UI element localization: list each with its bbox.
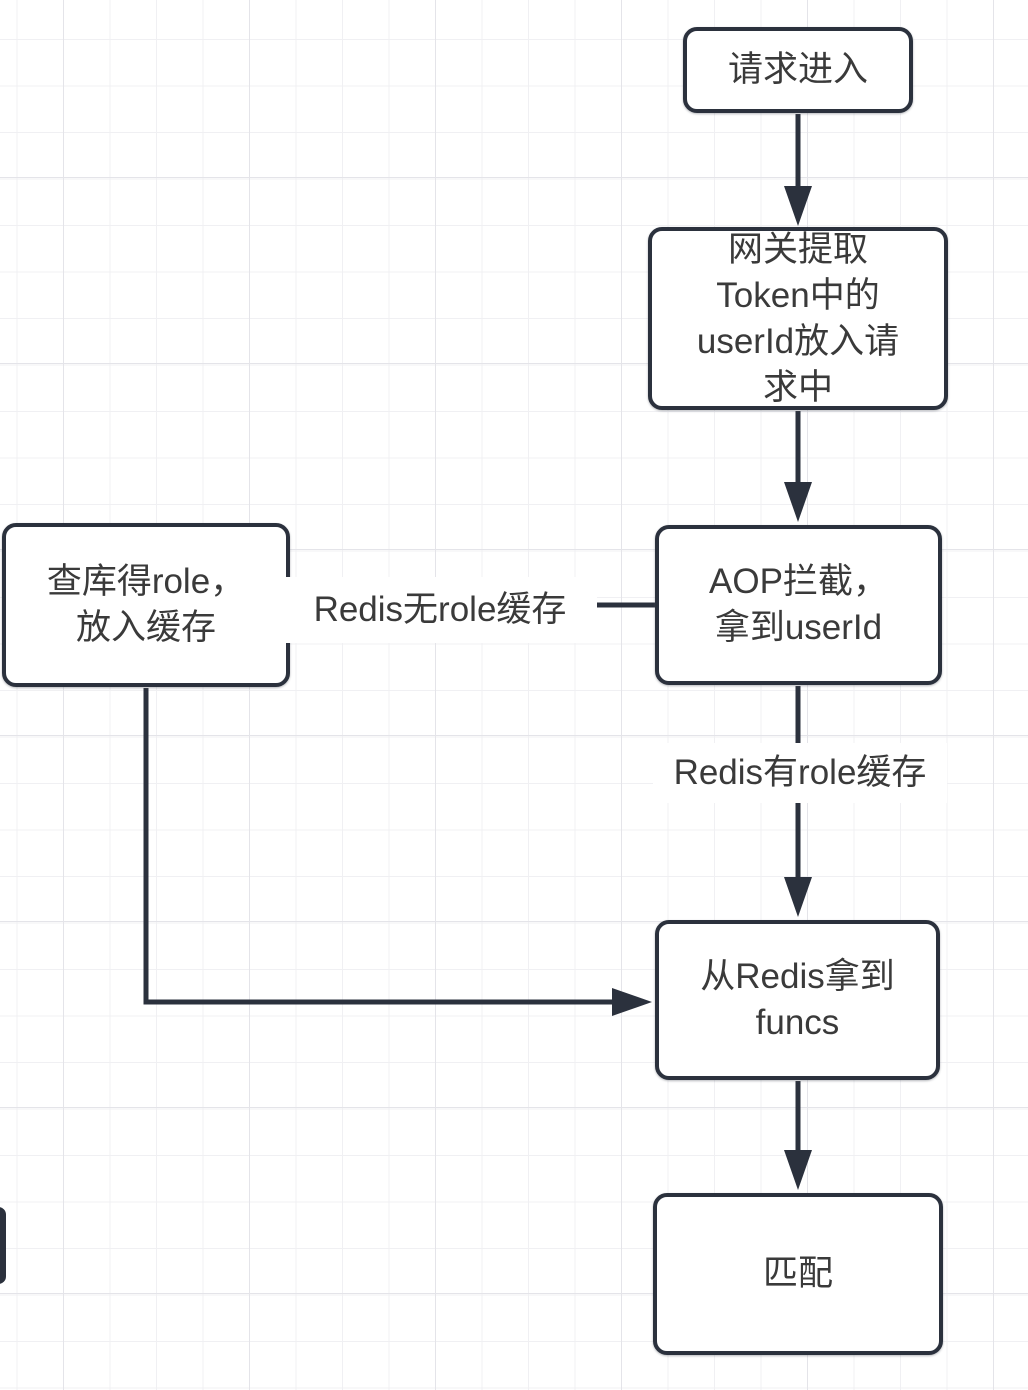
arrowhead-gateway-to-aop [784,482,812,522]
arrowhead-getfuncs-to-match [784,1150,812,1190]
arrowhead-start-to-gateway [784,186,812,226]
node-match-label: 匹配 [762,1254,833,1293]
node-query-db[interactable]: 查库得role， 放入缓存 [2,523,290,687]
node-gateway-label: 网关提取 Token中的 userId放入请 求中 [696,229,900,407]
left-edge-partial-shape[interactable] [0,1207,6,1284]
edge-querydb-to-getfuncs[interactable] [143,688,612,1005]
edge-label-no-role-cache[interactable]: Redis无role缓存 [283,577,597,643]
node-get-funcs-label: 从Redis拿到 funcs [700,957,895,1042]
node-gateway[interactable]: 网关提取 Token中的 userId放入请 求中 [648,227,948,410]
node-aop[interactable]: AOP拦截， 拿到userId [655,525,942,685]
arrowhead-querydb-to-getfuncs [612,988,652,1016]
node-start-label: 请求进入 [727,50,868,89]
arrowhead-aop-to-getfuncs [784,877,812,917]
node-query-db-label: 查库得role， 放入缓存 [46,562,246,647]
node-aop-label: AOP拦截， 拿到userId [709,562,888,647]
edge-label-has-role-cache[interactable]: Redis有role缓存 [653,743,947,803]
node-get-funcs[interactable]: 从Redis拿到 funcs [655,920,940,1080]
node-start[interactable]: 请求进入 [683,27,913,113]
node-match[interactable]: 匹配 [653,1193,943,1355]
